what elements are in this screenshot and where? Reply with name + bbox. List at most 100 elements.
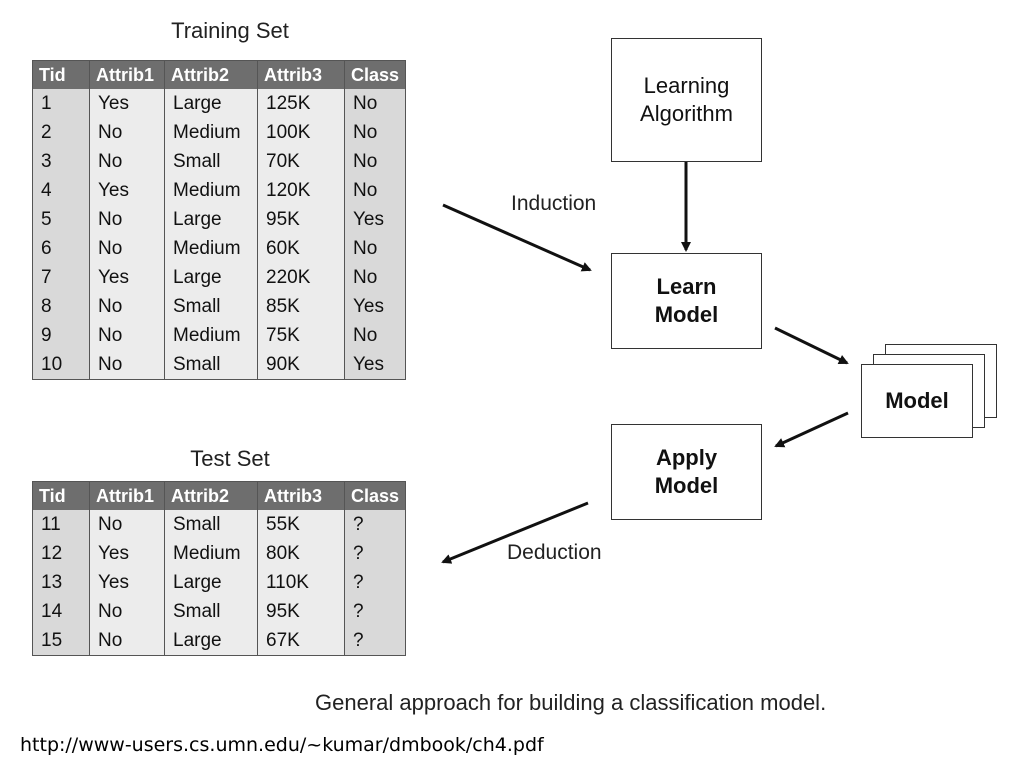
learn-model-box: Learn Model — [611, 253, 762, 349]
table-cell: 60K — [257, 234, 345, 263]
table-cell: 120K — [257, 176, 345, 205]
training-set-title: Training Set — [171, 18, 289, 43]
table-cell: 6 — [32, 234, 90, 263]
table-cell: 70K — [257, 147, 345, 176]
table-cell: 4 — [32, 176, 90, 205]
table-cell: 90K — [257, 350, 345, 380]
table-cell: 2 — [32, 118, 90, 147]
table-cell: 85K — [257, 292, 345, 321]
table-cell: Yes — [89, 568, 165, 597]
table-cell: ? — [343, 510, 406, 539]
table-cell: Small — [164, 350, 258, 380]
table-cell: Medium — [164, 176, 258, 205]
table-cell: 75K — [257, 321, 345, 350]
table-cell: Yes — [89, 176, 165, 205]
table-cell: 5 — [32, 205, 90, 234]
induction-arrow — [442, 203, 592, 272]
learning-algorithm-box: Learning Algorithm — [611, 38, 762, 162]
table-cell: Large — [164, 626, 258, 656]
table-cell: 95K — [257, 597, 345, 626]
table-cell: Medium — [164, 118, 258, 147]
table-cell: 95K — [257, 205, 345, 234]
table-cell: Small — [164, 147, 258, 176]
table-cell: 55K — [257, 510, 345, 539]
test-set-col-header: Tid — [32, 481, 90, 510]
table-cell: 7 — [32, 263, 90, 292]
figure-caption: General approach for building a classifi… — [315, 690, 827, 715]
source-url: http://www-users.cs.umn.edu/~kumar/dmboo… — [20, 734, 544, 756]
table-cell: No — [89, 626, 165, 656]
table-cell: Large — [164, 263, 258, 292]
table-cell: 125K — [257, 89, 345, 118]
table-cell: No — [343, 118, 406, 147]
table-cell: 9 — [32, 321, 90, 350]
table-cell: Small — [164, 597, 258, 626]
training-set-col-header: Attrib2 — [164, 60, 258, 89]
table-cell: No — [343, 263, 406, 292]
test-set-col-header: Attrib3 — [257, 481, 345, 510]
test-set-title: Test Set — [190, 446, 270, 471]
deduction-label: Deduction — [507, 541, 602, 564]
table-cell: Yes — [89, 263, 165, 292]
table-cell: 67K — [257, 626, 345, 656]
test-set-col-header: Class — [343, 481, 406, 510]
table-cell: No — [89, 234, 165, 263]
table-cell: 15 — [32, 626, 90, 656]
model-box: Model — [861, 364, 973, 438]
table-cell: No — [89, 118, 165, 147]
model-to-apply-arrow — [774, 411, 849, 448]
table-cell: Medium — [164, 321, 258, 350]
table-cell: Yes — [89, 539, 165, 568]
table-cell: No — [89, 292, 165, 321]
deduction-arrow — [441, 501, 589, 564]
learn-model-line-2: Model — [654, 302, 719, 327]
table-cell: Large — [164, 89, 258, 118]
table-cell: Small — [164, 510, 258, 539]
table-cell: 110K — [257, 568, 345, 597]
table-cell: No — [89, 321, 165, 350]
apply-model-box: Apply Model — [611, 424, 762, 520]
table-cell: Large — [164, 568, 258, 597]
table-cell: No — [343, 321, 406, 350]
table-cell: No — [343, 176, 406, 205]
table-cell: Small — [164, 292, 258, 321]
learning-algorithm-line-1: Learning — [643, 73, 730, 98]
table-cell: 14 — [32, 597, 90, 626]
training-set-col-header: Class — [343, 60, 406, 89]
table-cell: ? — [343, 597, 406, 626]
table-cell: 11 — [32, 510, 90, 539]
table-cell: ? — [343, 539, 406, 568]
learning-algorithm-line-2: Algorithm — [640, 101, 733, 126]
table-cell: 13 — [32, 568, 90, 597]
table-cell: 8 — [32, 292, 90, 321]
apply-model-line-2: Model — [654, 473, 719, 498]
induction-label: Induction — [511, 192, 597, 215]
learn-to-model-arrow — [774, 326, 849, 365]
table-cell: 220K — [257, 263, 345, 292]
table-cell: 10 — [32, 350, 90, 380]
table-cell: 1 — [32, 89, 90, 118]
table-cell: No — [89, 510, 165, 539]
training-set-col-header: Attrib3 — [257, 60, 345, 89]
table-cell: 12 — [32, 539, 90, 568]
test-set-col-header: Attrib2 — [164, 481, 258, 510]
table-cell: No — [343, 234, 406, 263]
table-cell: 100K — [257, 118, 345, 147]
table-cell: No — [89, 147, 165, 176]
table-cell: Medium — [164, 539, 258, 568]
table-cell: Medium — [164, 234, 258, 263]
